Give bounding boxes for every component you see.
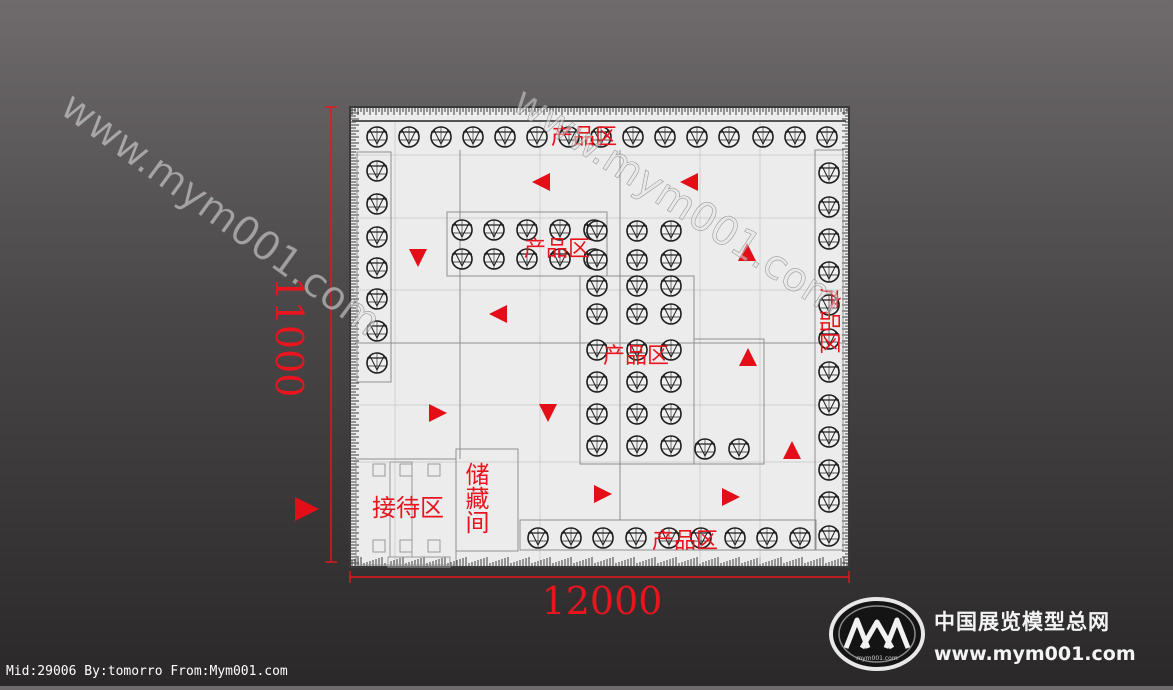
display-stand-icon (756, 527, 778, 549)
display-stand-icon (366, 193, 388, 215)
display-stand-icon (818, 394, 840, 416)
display-stand-icon (586, 371, 608, 393)
zone-label-product-top: 产品区 (551, 125, 617, 150)
display-stand-icon (818, 491, 840, 513)
zone-label-reception: 接待区 (372, 494, 444, 522)
display-stand-icon (660, 435, 682, 457)
zone-label-product-bottom: 产品区 (652, 529, 718, 554)
triangle-arrow-icon (295, 497, 319, 521)
display-stand-icon (626, 403, 648, 425)
interior-partitions (355, 149, 845, 566)
display-stand-icon (625, 527, 647, 549)
display-stand-icon (586, 435, 608, 457)
dimension-height-label: 11000 (267, 277, 311, 398)
display-stand-icon (694, 438, 716, 460)
zone-label-product-center-lower: 产品区 (603, 344, 669, 369)
display-stand-icon (494, 126, 516, 148)
display-stand-icon (560, 527, 582, 549)
display-stand-icon (626, 435, 648, 457)
zone-label-product-center-upper: 产品区 (524, 237, 590, 262)
display-stand-icon (586, 275, 608, 297)
triangle-arrow-icon (594, 485, 612, 503)
display-stand-icon (592, 527, 614, 549)
display-stand-icon (660, 403, 682, 425)
display-stand-icon (818, 525, 840, 547)
display-stand-icon (818, 361, 840, 383)
display-stand-icon (626, 371, 648, 393)
watermark-text-left: www.mym001.com (52, 83, 389, 346)
display-stand-icon (718, 126, 740, 148)
triangle-arrow-icon (739, 348, 757, 366)
logo-sub-text: mym001.com (856, 655, 898, 662)
display-stand-icon (686, 126, 708, 148)
display-stand-icon (483, 219, 505, 241)
display-stand-icon (789, 527, 811, 549)
display-stand-icon (366, 226, 388, 248)
brand-url: www.mym001.com (934, 643, 1136, 665)
display-stand-icon (728, 438, 750, 460)
display-stand-icon (654, 126, 676, 148)
display-stand-icon (398, 126, 420, 148)
brand-name: 中国展览模型总网 (934, 610, 1110, 634)
watermark-left: www.mym001.com (52, 83, 390, 346)
display-stand-icon (660, 371, 682, 393)
dimension-height-label-group: 11000 (267, 277, 311, 398)
display-stand-icon (816, 126, 838, 148)
display-stand-icon (660, 275, 682, 297)
display-stand-icon (366, 352, 388, 374)
triangle-arrow-icon (783, 441, 801, 459)
display-stand-icon (366, 257, 388, 279)
zone-label-product-right: 产品区 (816, 288, 841, 354)
display-stand-icon (451, 248, 473, 270)
footer-info-text: Mid:29006 By:tomorro From:Mym001.com (6, 664, 288, 679)
display-stand-icon (752, 126, 774, 148)
dimension-width-label: 12000 (542, 579, 663, 623)
display-stand-icon (660, 303, 682, 325)
zone-label-storage: 储藏间 (461, 462, 489, 534)
triangle-arrow-icon (722, 488, 740, 506)
triangle-arrow-icon (489, 305, 507, 323)
display-stand-icon (462, 126, 484, 148)
triangle-arrow-icon (738, 243, 756, 261)
display-stand-icon (784, 126, 806, 148)
reception-furniture (372, 461, 451, 568)
dimension-lines (325, 106, 850, 583)
ava-logo-icon: mym001.com (829, 597, 925, 671)
triangle-arrow-icon (429, 404, 447, 422)
display-stand-icon (626, 303, 648, 325)
zone-label-product-right-group: 产品区 (816, 288, 841, 354)
display-stand-icon (430, 126, 452, 148)
triangle-arrow-icon (532, 173, 550, 191)
triangle-arrow-icon (680, 173, 698, 191)
display-stand-icon (366, 160, 388, 182)
display-stand-icon (818, 162, 840, 184)
zone-labels: 产品区 产品区 产品区 产品区 接待区 (372, 125, 718, 554)
display-stand-icon (366, 126, 388, 148)
display-stand-icon (586, 403, 608, 425)
perimeter-hatching (351, 108, 848, 566)
display-stand-icon (626, 275, 648, 297)
display-stand-icon (527, 527, 549, 549)
display-stand-icon (724, 527, 746, 549)
display-stand-icon (483, 248, 505, 270)
display-stand-icon (586, 303, 608, 325)
display-stand-icon (818, 459, 840, 481)
display-stand-icon (818, 196, 840, 218)
triangle-arrow-icon (409, 249, 427, 267)
flow-arrows (295, 173, 801, 521)
display-stand-icon (626, 249, 648, 271)
display-stand-icon (451, 219, 473, 241)
triangle-arrow-icon (539, 404, 557, 422)
display-stand-icon (660, 249, 682, 271)
display-stand-icon (818, 228, 840, 250)
display-stand-icon (818, 426, 840, 448)
display-stand-icon (626, 220, 648, 242)
